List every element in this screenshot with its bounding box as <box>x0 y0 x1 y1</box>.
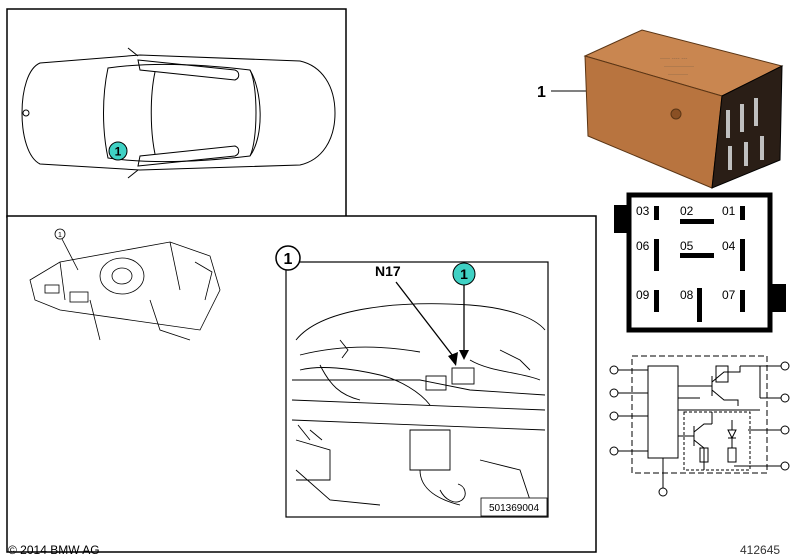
car-location-panel: 1 <box>6 8 347 218</box>
pin-01: 01 <box>722 204 736 218</box>
car-outline <box>21 47 336 179</box>
relay-pinout: 03 02 01 06 05 04 09 08 07 <box>614 192 786 333</box>
detail-callout-number: 1 <box>460 266 468 282</box>
component-label-n17: N17 <box>375 263 401 279</box>
relay-schematic <box>609 355 790 497</box>
detail-photo-sketch <box>291 303 546 506</box>
relay-illustration: 1 ----- ---- --- --------------- -------… <box>537 29 784 189</box>
dashboard-sketch <box>29 241 221 341</box>
pin-09: 09 <box>636 288 650 302</box>
pin-02: 02 <box>680 204 694 218</box>
dash-callout-number: 1 <box>58 232 62 239</box>
copyright-text: © 2014 BMW AG <box>8 543 100 557</box>
detail-view-number: 1 <box>284 251 293 268</box>
relay-item-number: 1 <box>537 84 546 101</box>
pin-03: 03 <box>636 204 650 218</box>
svg-text:----- ---- ---: ----- ---- --- <box>660 56 687 62</box>
svg-text:---------------: --------------- <box>664 64 694 70</box>
car-callout-marker <box>108 141 128 161</box>
car-callout-number: 1 <box>115 145 122 159</box>
installation-panel: 1 1 N17 <box>6 215 597 553</box>
svg-text:----------: ---------- <box>668 72 688 78</box>
pin-05: 05 <box>680 239 694 253</box>
diagram-id: 412645 <box>740 543 780 557</box>
pin-06: 06 <box>636 239 650 253</box>
pin-04: 04 <box>722 239 736 253</box>
detail-photo-frame <box>285 261 549 518</box>
figure-code: 501369004 <box>489 503 539 514</box>
pin-07: 07 <box>722 288 736 302</box>
pin-08: 08 <box>680 288 694 302</box>
